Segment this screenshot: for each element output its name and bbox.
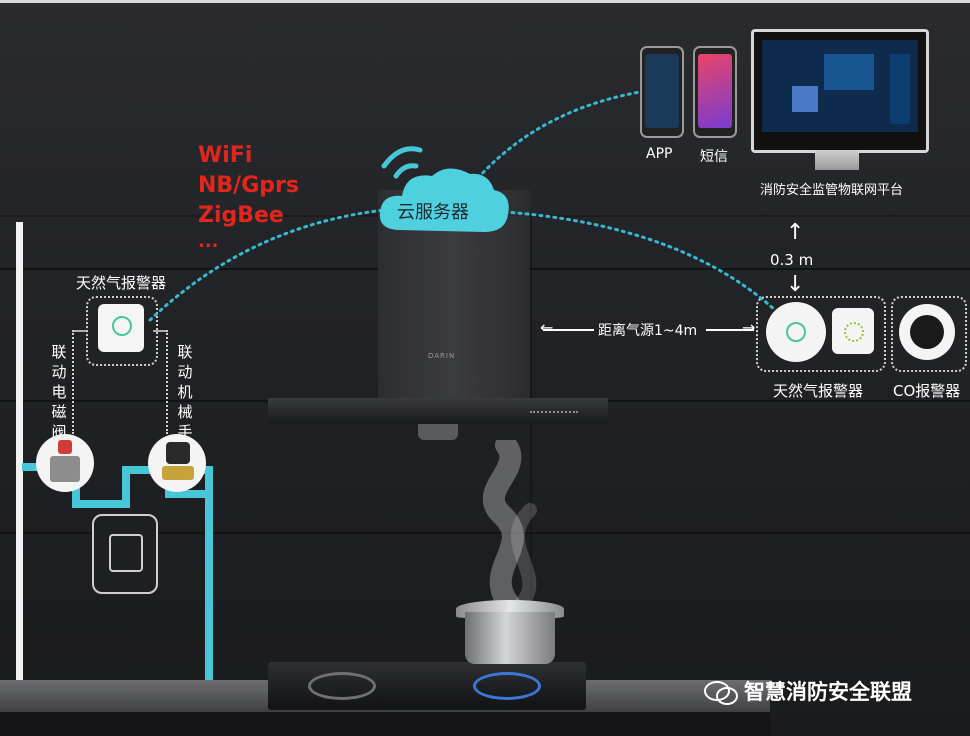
platform-label: 消防安全监管物联网平台 xyxy=(760,183,904,198)
cooking-pot xyxy=(465,612,555,664)
source-distance-label: 距离气源1~4m xyxy=(598,323,698,339)
distance-line-left xyxy=(544,329,594,331)
manipulator-valve xyxy=(148,434,206,492)
sms-phone xyxy=(693,46,737,138)
solenoid-valve xyxy=(36,434,94,492)
protocol-list: WiFi NB/Gprs ZigBee ... xyxy=(198,141,299,253)
gas-pipe xyxy=(122,466,172,474)
arrow-up-icon: ↑ xyxy=(786,220,805,245)
app-label: APP xyxy=(646,146,673,162)
hood-brand: DARIN xyxy=(428,352,456,360)
gas-meter xyxy=(92,514,158,594)
dashboard-map xyxy=(824,54,874,90)
dashboard-panel xyxy=(792,86,818,112)
burner-flame-icon xyxy=(473,672,541,700)
valve-cap-icon xyxy=(58,440,72,454)
cloud-server-label: 云服务器 xyxy=(397,202,469,223)
alarm-indicator-icon xyxy=(786,322,806,342)
link-line xyxy=(166,330,170,434)
hood-light xyxy=(418,424,458,440)
protocol-wifi: WiFi xyxy=(198,143,253,168)
distance-line-right xyxy=(706,329,754,331)
arrow-down-icon: ↓ xyxy=(786,272,805,297)
monitor-stand xyxy=(815,150,859,170)
co-alarm-label: CO报警器 xyxy=(893,382,961,400)
protocol-zigbee: ZigBee xyxy=(198,203,284,228)
sms-label: 短信 xyxy=(700,149,728,165)
protocol-more: ... xyxy=(198,231,219,252)
solenoid-valve-label: 联动电磁阀 xyxy=(51,343,67,441)
gas-stove xyxy=(268,662,586,710)
wall-pipe xyxy=(16,222,23,682)
valve-body-icon xyxy=(50,456,80,482)
valve-brass-icon xyxy=(162,466,194,480)
range-hood-panel xyxy=(268,398,608,424)
tile-seam-vertical xyxy=(530,215,532,680)
left-gas-alarm-device xyxy=(98,304,144,352)
alarm-sensor-icon xyxy=(844,322,864,342)
right-gas-alarm-label: 天然气报警器 xyxy=(773,382,864,400)
sms-screen xyxy=(698,54,732,128)
right-gas-alarm-frame xyxy=(756,296,886,372)
co-alarm-frame xyxy=(891,296,967,372)
link-line xyxy=(153,330,168,332)
arrow-right-icon: → xyxy=(742,318,756,337)
gas-pipe xyxy=(122,470,130,508)
gas-alarm-square xyxy=(832,308,874,354)
dashboard-sidebar xyxy=(890,54,910,124)
platform-dashboard xyxy=(762,40,918,132)
co-alarm-face xyxy=(910,315,944,349)
app-phone xyxy=(640,46,684,138)
link-line xyxy=(72,330,76,434)
gas-alarm-round xyxy=(766,302,826,362)
ceiling-distance-label: 0.3 m xyxy=(770,251,814,269)
app-screen xyxy=(645,54,679,128)
left-gas-alarm-label: 天然气报警器 xyxy=(76,274,167,292)
watermark-text: 智慧消防安全联盟 xyxy=(744,680,912,704)
co-alarm-device xyxy=(899,304,955,360)
top-border xyxy=(0,0,970,3)
wechat-icon xyxy=(704,681,738,705)
gas-pipe xyxy=(165,490,213,498)
steam-icon xyxy=(482,440,537,610)
manipulator-motor-icon xyxy=(166,442,190,464)
protocol-nb-gprs: NB/Gprs xyxy=(198,173,299,198)
tile-seam xyxy=(0,532,970,534)
gas-meter-display xyxy=(109,534,143,572)
counter-shadow xyxy=(0,712,770,736)
gas-pipe xyxy=(205,474,213,682)
arrow-left-icon: ← xyxy=(540,318,554,337)
link-line xyxy=(72,330,87,332)
gas-pipe xyxy=(72,500,128,508)
burner-icon xyxy=(308,672,376,700)
monitoring-platform-screen xyxy=(751,29,929,153)
cloud-icon xyxy=(379,146,509,232)
alarm-indicator-icon xyxy=(112,316,132,336)
hood-buttons-icon xyxy=(530,411,578,419)
